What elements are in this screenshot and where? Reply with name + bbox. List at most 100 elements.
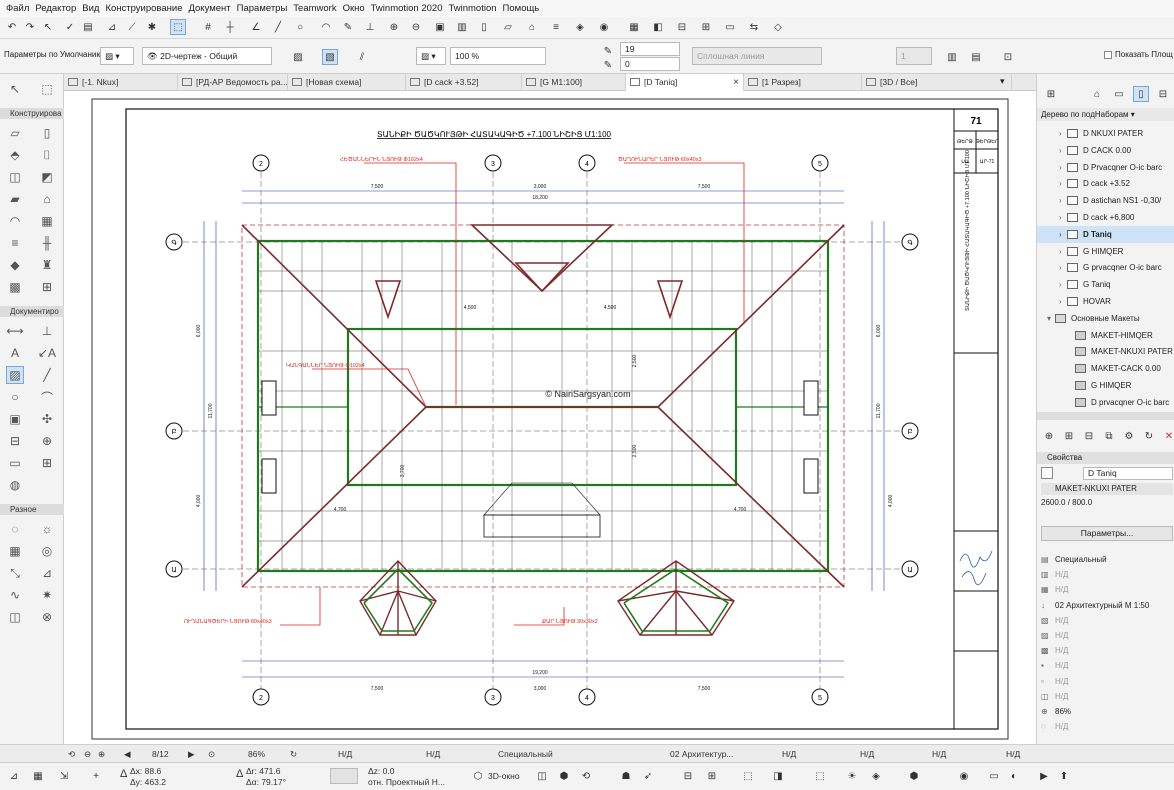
- marquee-view-icon[interactable]: ⬚: [815, 770, 825, 782]
- render-tool-icon[interactable]: ⊗: [41, 610, 53, 624]
- status-nd-1[interactable]: Н/Д: [338, 749, 353, 759]
- zoom-level[interactable]: 86%: [248, 749, 266, 759]
- view-setting-row[interactable]: ◫Н/Д: [1037, 689, 1174, 705]
- layout-book-icon[interactable]: ▯: [1133, 86, 1149, 102]
- chevron-right-icon[interactable]: ›: [1059, 213, 1062, 222]
- chevron-right-icon[interactable]: ›: [1059, 280, 1062, 290]
- section-design-header[interactable]: Конструирова: [0, 108, 64, 119]
- visibility-icon[interactable]: ◐: [1010, 770, 1018, 782]
- lamp-tool-icon[interactable]: ☼: [41, 522, 53, 536]
- cube-icon[interactable]: ⬢: [559, 770, 569, 782]
- pen-weight-field[interactable]: 1: [896, 47, 932, 65]
- box-icon[interactable]: ▣: [435, 21, 445, 33]
- pointer-icon[interactable]: ↖: [43, 21, 53, 33]
- chevron-right-icon[interactable]: ›: [1059, 162, 1062, 172]
- new-view-icon[interactable]: ⊕: [1044, 430, 1054, 442]
- undo-view-icon[interactable]: ⟲: [68, 749, 76, 759]
- camera-tool-icon[interactable]: ◎: [41, 544, 53, 558]
- railing-tool-icon[interactable]: ╫: [42, 236, 52, 250]
- tree-item[interactable]: G HIMQER: [1037, 377, 1174, 394]
- fill-bg-icon[interactable]: ▥: [947, 51, 957, 63]
- fill-tool-icon[interactable]: ▨: [6, 366, 24, 384]
- zoom-fit-icon[interactable]: ⊖: [84, 749, 92, 759]
- roof-tool-icon[interactable]: ⌂: [43, 192, 51, 206]
- properties-header[interactable]: Свойства: [1037, 452, 1174, 464]
- zoom-out-icon[interactable]: ⊖: [411, 21, 421, 33]
- tree-item[interactable]: ›D NKUXI PATER: [1037, 125, 1174, 142]
- stair-icon[interactable]: ≡: [553, 21, 559, 33]
- tab-3[interactable]: [D cack +3.52]: [406, 74, 522, 91]
- render-view-icon[interactable]: ◨: [773, 770, 783, 782]
- guide-icon[interactable]: ⟋: [128, 21, 136, 33]
- undo-icon[interactable]: ↶: [7, 21, 17, 33]
- line-type-selector[interactable]: Сплошная линия: [692, 47, 822, 65]
- grid-icon[interactable]: #: [205, 21, 211, 33]
- elevation-icon[interactable]: ⊞: [701, 21, 711, 33]
- view-map-icon[interactable]: ▭: [1114, 88, 1124, 100]
- tree-item[interactable]: ›D cack +3.52: [1037, 175, 1174, 192]
- angle-lock-button[interactable]: [330, 768, 358, 784]
- menu-item-7[interactable]: Окно: [342, 3, 365, 14]
- pencil-icon[interactable]: ✎: [343, 21, 353, 33]
- bg-pen-field[interactable]: 0: [620, 57, 680, 71]
- share-icon[interactable]: ⬆: [1059, 770, 1069, 782]
- tree-item[interactable]: MAKET-NKUXI PATER: [1037, 343, 1174, 360]
- drawing-tool-icon[interactable]: ▣: [9, 412, 21, 426]
- tree-item[interactable]: ›G HIMQER: [1037, 243, 1174, 260]
- stair-tool-icon[interactable]: ≡: [11, 236, 19, 250]
- coord-dx[interactable]: Δx: 88.6: [130, 766, 162, 776]
- section-tool-icon[interactable]: ⊕: [41, 434, 53, 448]
- chevron-right-icon[interactable]: ›: [1059, 246, 1062, 256]
- chevron-right-icon[interactable]: ›: [1059, 229, 1062, 239]
- tab-1[interactable]: [РД-АР Ведомость ра...: [178, 74, 288, 91]
- view-selector[interactable]: 👁 2D-чертеж - Общий: [142, 47, 272, 65]
- view-setting-row[interactable]: ▪Н/Д: [1037, 658, 1174, 674]
- level-dim-tool-icon[interactable]: ⊥: [41, 324, 53, 338]
- chevron-right-icon[interactable]: ›: [1059, 196, 1062, 206]
- zone-tool-icon[interactable]: ▩: [9, 280, 21, 294]
- tree-item[interactable]: ›D Taniq: [1037, 225, 1174, 243]
- roof-icon[interactable]: ⌂: [528, 21, 536, 33]
- tree-item[interactable]: MAKET-CACK 0.00: [1037, 360, 1174, 377]
- tab-6[interactable]: [1 Разрез]: [744, 74, 862, 91]
- menu-item-3[interactable]: Конструирование: [105, 3, 183, 14]
- teamwork-icon[interactable]: ⇆: [749, 21, 759, 33]
- menu-item-5[interactable]: Параметры: [236, 3, 288, 14]
- door-icon[interactable]: ▯: [481, 21, 487, 33]
- status-nd-5[interactable]: Н/Д: [932, 749, 947, 759]
- camera-view-icon[interactable]: ◉: [959, 770, 969, 782]
- angle-icon[interactable]: ∠: [251, 21, 261, 33]
- menu-item-4[interactable]: Документ: [188, 3, 231, 14]
- chevron-down-icon[interactable]: ▾: [1047, 313, 1052, 323]
- status-nd-3[interactable]: Н/Д: [782, 749, 797, 759]
- pen-value-field[interactable]: 19: [620, 42, 680, 56]
- zoom-percent-field[interactable]: 100 %: [450, 47, 546, 65]
- menu-item-0[interactable]: Файл: [6, 3, 30, 14]
- prev-page-icon[interactable]: ◀: [124, 749, 131, 759]
- cut-plane-icon[interactable]: ⊟: [683, 770, 693, 782]
- filter-icon[interactable]: ⊞: [707, 770, 717, 782]
- view-setting-row[interactable]: ↓02 Архитектурный М 1:50: [1037, 598, 1174, 614]
- clone-icon[interactable]: ⧉: [1105, 430, 1113, 442]
- layer-combo[interactable]: Специальный: [498, 749, 553, 759]
- coord-da[interactable]: Δα: 79.17°: [246, 777, 286, 787]
- sun-view-icon[interactable]: ☀: [847, 770, 857, 782]
- walk-icon[interactable]: ☗: [621, 770, 631, 782]
- picture-tool-icon[interactable]: ◫: [9, 610, 21, 624]
- orbit-icon[interactable]: ⟲: [581, 770, 591, 782]
- twinmotion-icon[interactable]: ◇: [774, 21, 782, 33]
- snap-icon[interactable]: ✱: [147, 21, 157, 33]
- status-nd-2[interactable]: Н/Д: [426, 749, 441, 759]
- tab-0[interactable]: [-1. Nkux]: [64, 74, 178, 91]
- skylight-tool-icon[interactable]: ◩: [41, 170, 53, 184]
- coord-dy[interactable]: Δy: 463.2: [130, 777, 166, 787]
- arrow-tool-icon[interactable]: ↖: [9, 82, 21, 96]
- section-document-header[interactable]: Документиро: [0, 306, 64, 317]
- display-icon[interactable]: ▭: [989, 770, 999, 782]
- rotate-icon[interactable]: ↻: [290, 749, 298, 759]
- relative-icon[interactable]: ⇲: [59, 770, 69, 782]
- tree-item[interactable]: ›D cack +6,800: [1037, 209, 1174, 226]
- show-area-checkbox[interactable]: [1104, 51, 1112, 59]
- detail-tool-icon[interactable]: ⊞: [41, 456, 53, 470]
- refresh-icon[interactable]: ↻: [1144, 430, 1154, 442]
